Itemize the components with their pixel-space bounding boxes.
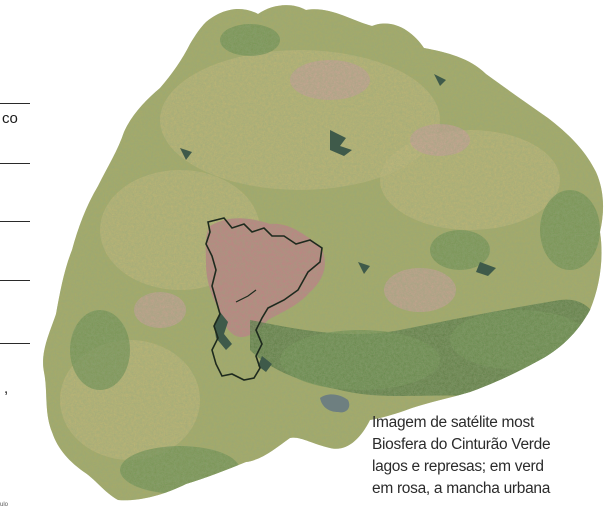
caption-line-1: Imagem de satélite most [372, 414, 534, 431]
rule-4 [0, 280, 30, 281]
municipal-boundary-outline [205, 217, 323, 381]
text-fragment-co: co [2, 110, 18, 127]
footnote-fragment: ulo [0, 502, 9, 508]
caption-line-2: Biosfera do Cinturão Verde [372, 436, 551, 453]
rule-3 [0, 221, 30, 222]
caption-line-4: em rosa, a mancha urbana [372, 480, 551, 497]
reservoir-shapes [180, 74, 496, 413]
caption-line-3: lagos e represas; em verd [372, 458, 544, 475]
text-fragment-comma: , [4, 380, 9, 397]
rule-2 [0, 163, 30, 164]
rule-5 [0, 343, 30, 344]
map-caption: Imagem de satélite most Biosfera do Cint… [372, 412, 605, 500]
rule-1 [0, 103, 30, 104]
